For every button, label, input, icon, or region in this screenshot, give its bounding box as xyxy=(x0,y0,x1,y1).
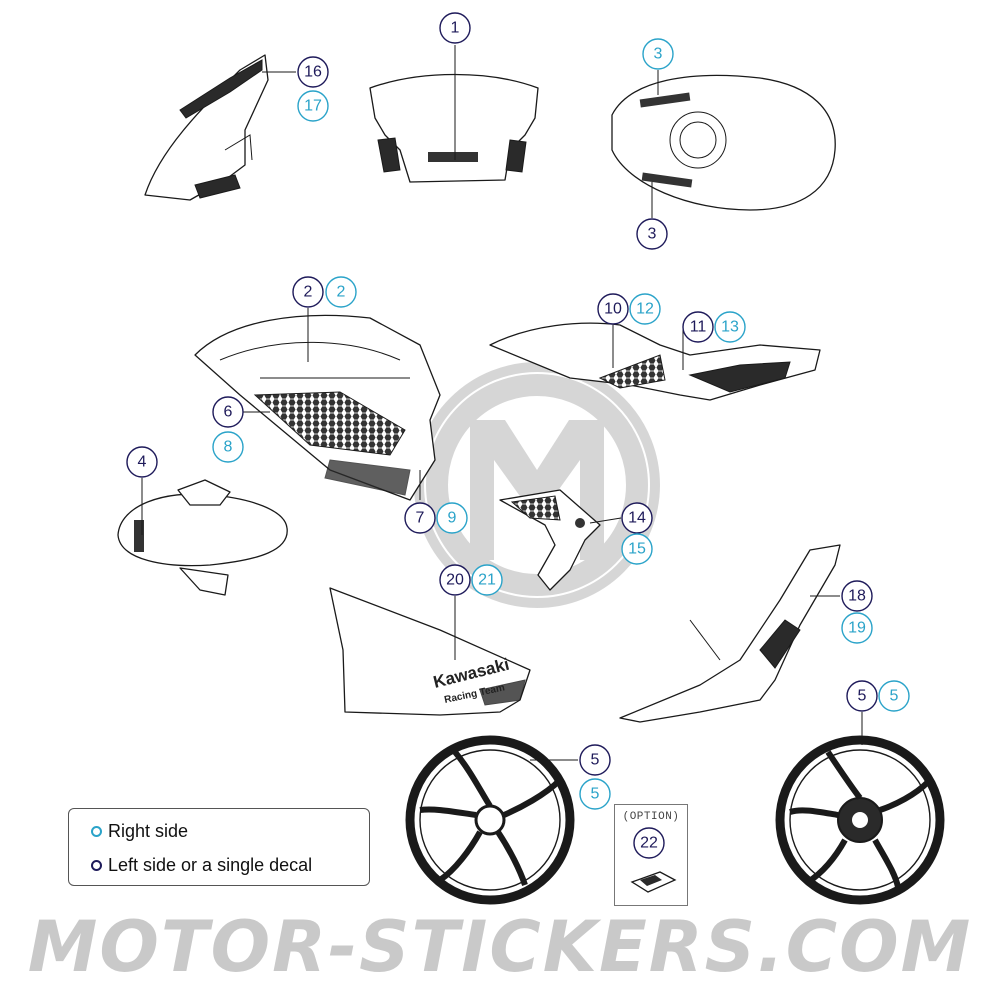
callout-16: 16 xyxy=(297,56,329,88)
callout-6: 6 xyxy=(212,396,244,428)
svg-text:17: 17 xyxy=(304,98,322,115)
callout-5-front-left: 5 xyxy=(579,744,611,776)
callout-3-left: 3 xyxy=(636,218,668,250)
legend-left-side-label: Left side or a single decal xyxy=(108,855,313,875)
leader-lines xyxy=(141,45,863,761)
callout-9: 9 xyxy=(436,502,468,534)
callout-17: 17 xyxy=(297,90,329,122)
svg-text:15: 15 xyxy=(628,541,646,558)
footer-watermark: MOTOR-STICKERS.COM xyxy=(27,906,973,988)
legend-left-side: Left side or a single decal xyxy=(91,855,312,876)
svg-text:4: 4 xyxy=(138,454,147,471)
callout-19: 19 xyxy=(841,612,873,644)
callout-18: 18 xyxy=(841,580,873,612)
svg-text:12: 12 xyxy=(636,301,654,318)
svg-text:21: 21 xyxy=(478,572,496,589)
lower-cowl-part: Kawasaki Racing Team xyxy=(329,587,531,716)
callout-14: 14 xyxy=(621,502,653,534)
callout-3-right: 3 xyxy=(642,38,674,70)
svg-text:3: 3 xyxy=(654,46,663,63)
svg-text:16: 16 xyxy=(304,64,322,81)
tail-cowl-part xyxy=(489,322,821,401)
svg-text:5: 5 xyxy=(858,688,867,705)
callout-5-rear-left: 5 xyxy=(846,680,878,712)
svg-text:20: 20 xyxy=(446,572,464,589)
svg-text:8: 8 xyxy=(224,439,233,456)
legend-right-side-label: Right side xyxy=(108,821,189,841)
callout-11: 11 xyxy=(682,311,714,343)
svg-text:5: 5 xyxy=(591,786,600,803)
option-label: (OPTION) xyxy=(622,811,680,823)
callout-13: 13 xyxy=(714,311,746,343)
callout-8: 8 xyxy=(212,431,244,463)
front-wheel-part xyxy=(405,735,575,905)
callout-21: 21 xyxy=(471,564,503,596)
svg-text:2: 2 xyxy=(304,284,313,301)
fuel-tank-part xyxy=(611,74,836,211)
svg-text:2: 2 xyxy=(337,284,346,301)
svg-text:5: 5 xyxy=(890,688,899,705)
svg-text:11: 11 xyxy=(690,319,707,336)
svg-text:7: 7 xyxy=(416,510,425,527)
svg-text:1: 1 xyxy=(451,20,460,37)
legend-right-side: Right side xyxy=(91,821,188,842)
svg-text:14: 14 xyxy=(628,510,646,527)
legend-box: Right side Left side or a single decal xyxy=(68,808,370,886)
rear-wheel-part xyxy=(775,735,945,905)
left-side-dot-icon xyxy=(91,860,102,871)
callout-20: 20 xyxy=(439,564,471,596)
svg-text:10: 10 xyxy=(604,301,622,318)
svg-text:19: 19 xyxy=(848,620,866,637)
front-fender-part xyxy=(117,479,288,596)
callout-4: 4 xyxy=(126,446,158,478)
option-box: (OPTION) xyxy=(614,804,688,906)
svg-text:6: 6 xyxy=(224,404,233,421)
callout-1: 1 xyxy=(439,12,471,44)
svg-text:3: 3 xyxy=(648,226,657,243)
callout-5-rear-right: 5 xyxy=(878,680,910,712)
side-fairing-part xyxy=(194,314,441,501)
callout-15: 15 xyxy=(621,533,653,565)
callout-5-front-right: 5 xyxy=(579,778,611,810)
callout-10: 10 xyxy=(597,293,629,325)
watermark-logo xyxy=(414,362,660,608)
callout-2-left: 2 xyxy=(292,276,324,308)
svg-text:18: 18 xyxy=(848,588,866,605)
callout-7: 7 xyxy=(404,502,436,534)
svg-text:9: 9 xyxy=(448,510,457,527)
windscreen-side-part xyxy=(144,54,269,201)
right-side-dot-icon xyxy=(91,826,102,837)
svg-text:13: 13 xyxy=(721,319,739,336)
windshield-front-part xyxy=(369,73,539,183)
belly-pan-part xyxy=(619,544,841,723)
small-side-panel-part xyxy=(499,489,601,591)
svg-text:5: 5 xyxy=(591,752,600,769)
callout-2-right: 2 xyxy=(325,276,357,308)
callout-12: 12 xyxy=(629,293,661,325)
